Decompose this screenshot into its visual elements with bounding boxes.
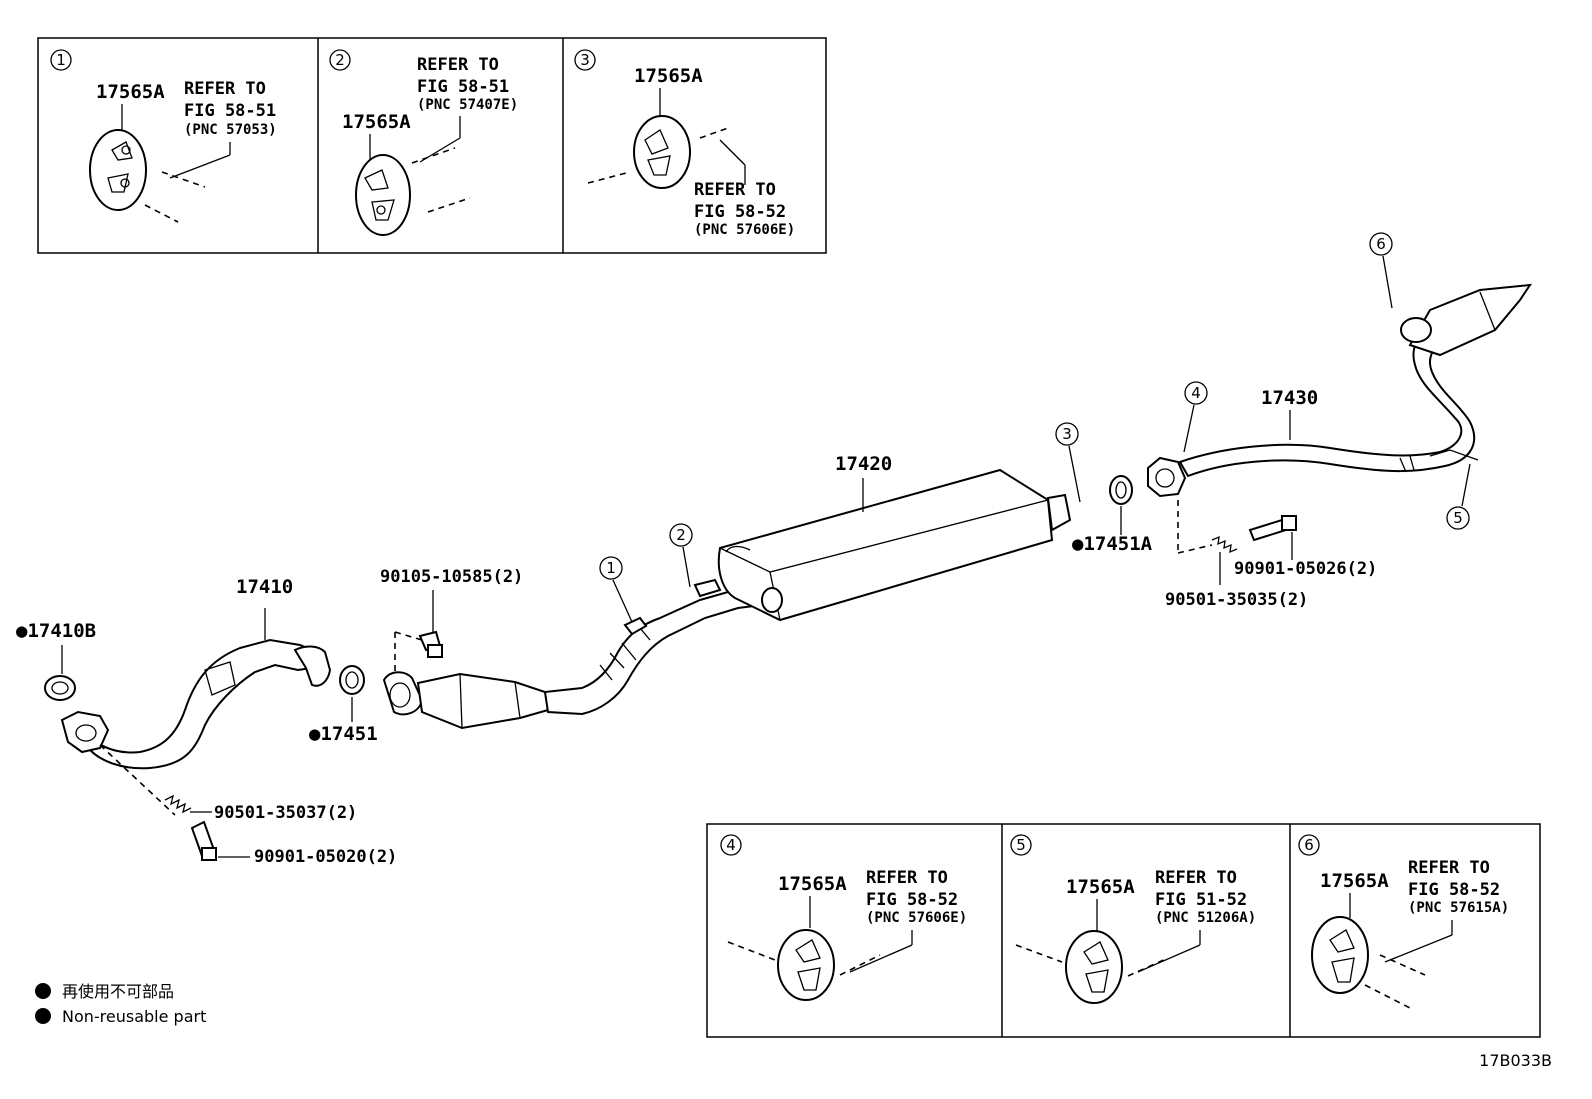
label-17410B: ●17410B <box>16 620 96 642</box>
hanger-icon <box>1065 930 1123 1004</box>
inset-2-ref1: REFER TO <box>417 55 499 75</box>
hanger-icon <box>633 115 691 189</box>
inset-2-part: 17565A <box>342 111 411 133</box>
gasket-17451: ●17451 <box>309 665 378 745</box>
inset-6-ref2: FIG 58-52 <box>1408 880 1500 900</box>
gasket-17410B: ●17410B <box>16 620 96 701</box>
hanger-icon <box>1311 916 1369 994</box>
inset-2: 2 17565A REFER TO FIG 58-51 (PNC 57407E) <box>329 49 518 236</box>
label-17420: 17420 <box>835 453 892 475</box>
inset-1-ref3: (PNC 57053) <box>184 122 277 138</box>
inset-box-bottom <box>706 823 1541 1038</box>
inset-4-number: 4 <box>726 836 736 854</box>
inset-3-part: 17565A <box>634 65 703 87</box>
svg-text:2: 2 <box>676 526 686 544</box>
label-17451: ●17451 <box>309 723 378 745</box>
callout-6: 6 <box>1369 232 1393 309</box>
gasket-17451A: ●17451A <box>1072 475 1153 555</box>
tail-pipe-17430: 17430 <box>1147 283 1533 498</box>
inset-2-ref2: FIG 58-51 <box>417 77 509 97</box>
center-muffler-17420: 17420 <box>717 453 1072 622</box>
inset-3-ref1: REFER TO <box>694 180 776 200</box>
callout-4: 4 <box>1183 381 1208 453</box>
legend: 再使用不可部品 Non-reusable part <box>35 982 206 1026</box>
label-bolt-05026: 90901-05026(2) <box>1234 559 1377 579</box>
inset-6-ref3: (PNC 57615A) <box>1408 900 1509 916</box>
svg-text:5: 5 <box>1453 509 1463 527</box>
label-17451A: ●17451A <box>1072 533 1153 555</box>
inset-6-part: 17565A <box>1320 870 1389 892</box>
inset-6: 6 17565A REFER TO FIG 58-52 (PNC 57615A) <box>1298 834 1509 1009</box>
inset-2-number: 2 <box>335 51 345 69</box>
inset-1-number: 1 <box>56 51 66 69</box>
inset-2-ref3: (PNC 57407E) <box>417 97 518 113</box>
inset-box-top <box>37 37 827 254</box>
bolt-10585: 90105-10585(2) <box>380 567 523 675</box>
inset-4-ref1: REFER TO <box>866 868 948 888</box>
label-bolt-05020: 90901-05020(2) <box>254 847 397 867</box>
svg-text:1: 1 <box>606 559 616 577</box>
inset-1: 1 17565A REFER TO FIG 58-51 (PNC 57053) <box>50 49 277 223</box>
spring-bolt-lower-left: 90501-35037(2) 90901-05020(2) <box>99 744 397 867</box>
hanger-icon <box>777 929 835 1001</box>
label-spring-35035: 90501-35035(2) <box>1165 590 1308 610</box>
callout-5: 5 <box>1446 463 1471 530</box>
inset-5-number: 5 <box>1016 836 1026 854</box>
inset-1-part: 17565A <box>96 81 165 103</box>
inset-4-ref2: FIG 58-52 <box>866 890 958 910</box>
inset-6-number: 6 <box>1304 836 1314 854</box>
callout-2: 2 <box>669 523 693 588</box>
label-17430: 17430 <box>1261 387 1318 409</box>
center-pipe-catalyst <box>382 578 771 730</box>
hanger-icon <box>89 129 147 211</box>
inset-5-ref1: REFER TO <box>1155 868 1237 888</box>
inset-3-ref2: FIG 58-52 <box>694 202 786 222</box>
inset-3-number: 3 <box>580 51 590 69</box>
bullet-icon <box>35 983 51 999</box>
inset-5: 5 17565A REFER TO FIG 51-52 (PNC 51206A) <box>1010 834 1256 1004</box>
spring-bolt-right: 90501-35035(2) 90901-05026(2) <box>1165 500 1377 610</box>
svg-text:3: 3 <box>1062 425 1072 443</box>
diagram-code: 17B033B <box>1479 1051 1552 1070</box>
legend-line-1: 再使用不可部品 <box>62 982 174 1001</box>
inset-4-part: 17565A <box>778 873 847 895</box>
inset-4: 4 17565A REFER TO FIG 58-52 (PNC 57606E) <box>720 834 967 1001</box>
inset-6-ref1: REFER TO <box>1408 858 1490 878</box>
label-spring-35037: 90501-35037(2) <box>214 803 357 823</box>
inset-5-part: 17565A <box>1066 876 1135 898</box>
legend-line-2: Non-reusable part <box>62 1007 206 1026</box>
svg-text:4: 4 <box>1191 384 1201 402</box>
inset-3: 3 17565A REFER TO FIG 58-52 (PNC 57606E) <box>574 49 795 238</box>
inset-1-ref1: REFER TO <box>184 79 266 99</box>
callout-3: 3 <box>1055 422 1081 503</box>
bullet-icon <box>35 1008 51 1024</box>
callout-1: 1 <box>599 556 633 623</box>
inset-3-ref3: (PNC 57606E) <box>694 222 795 238</box>
svg-text:6: 6 <box>1376 235 1386 253</box>
label-bolt-10585: 90105-10585(2) <box>380 567 523 587</box>
hanger-icon <box>355 154 411 236</box>
label-17410: 17410 <box>236 576 293 598</box>
inset-1-ref2: FIG 58-51 <box>184 101 276 121</box>
inset-5-ref2: FIG 51-52 <box>1155 890 1247 910</box>
front-pipe-17410: 17410 <box>60 576 332 770</box>
inset-4-ref3: (PNC 57606E) <box>866 910 967 926</box>
inset-5-ref3: (PNC 51206A) <box>1155 910 1256 926</box>
